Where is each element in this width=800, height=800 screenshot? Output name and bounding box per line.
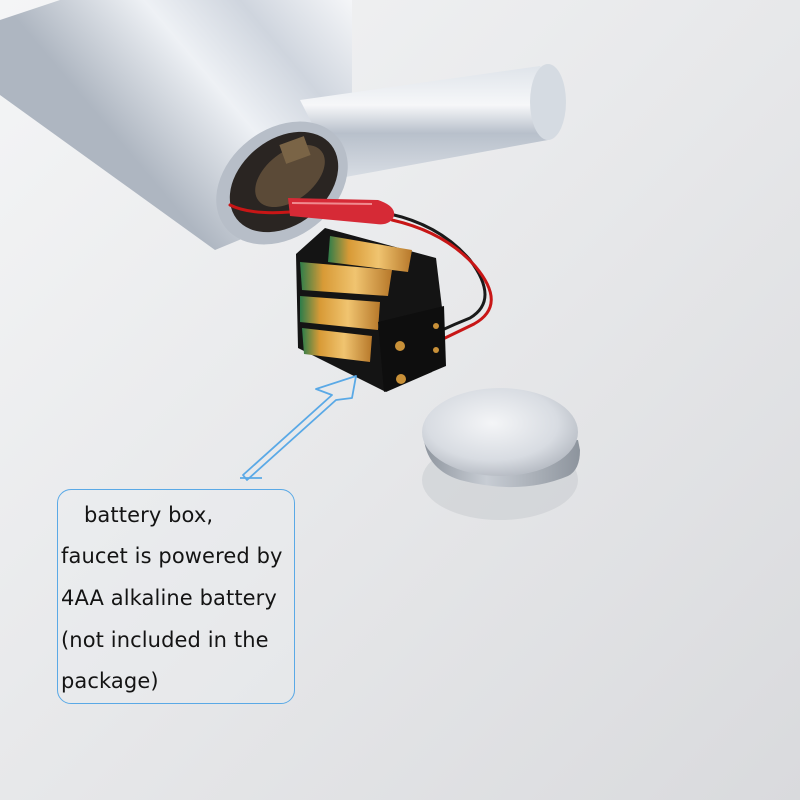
chrome-cap	[422, 388, 580, 520]
callout-line-1: battery box,	[84, 503, 214, 527]
callout-line-2: faucet is powered by	[61, 544, 283, 568]
callout-line-4: (not included in the	[61, 628, 269, 652]
callout-box: battery box, faucet is powered by 4AA al…	[57, 489, 295, 704]
battery-box	[296, 228, 446, 392]
callout-line-3: 4AA alkaline battery	[61, 586, 277, 610]
faucet-body	[0, 0, 566, 250]
callout-line-5: package)	[61, 669, 159, 693]
red-connector	[288, 198, 395, 225]
arrow-icon	[240, 375, 357, 481]
